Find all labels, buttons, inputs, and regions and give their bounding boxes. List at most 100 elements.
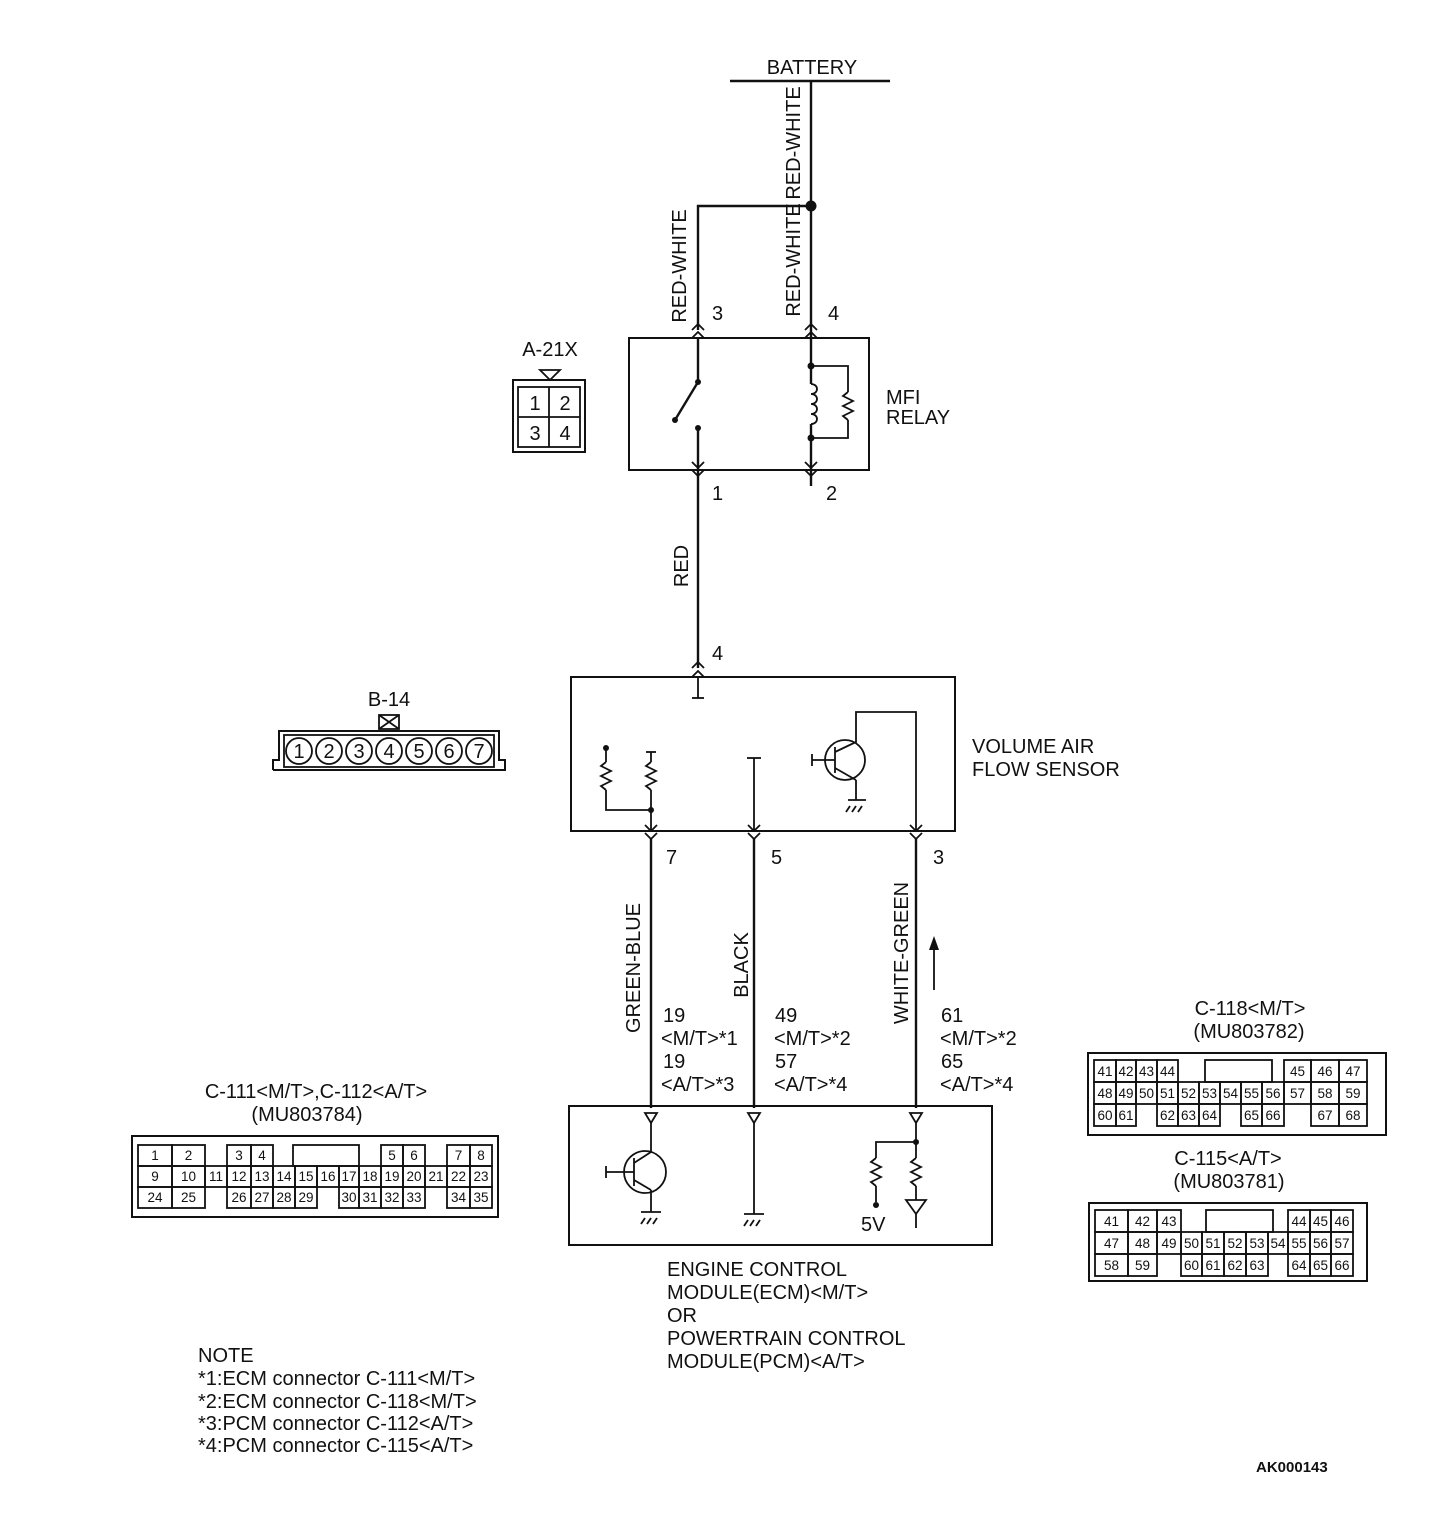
note-block: NOTE *1:ECM connector C-111<M/T> *2:ECM …: [198, 1345, 477, 1457]
connector-c115-part: (MU803781): [1173, 1171, 1284, 1193]
pin-number: 18: [362, 1169, 377, 1184]
pin-number: 62: [1227, 1258, 1242, 1273]
pin-cell: [469, 1186, 493, 1209]
relay-pin-3: 3: [712, 303, 723, 325]
pin-number: 45: [1290, 1064, 1305, 1079]
ecm-name-line5: MODULE(PCM)<A/T>: [667, 1351, 865, 1373]
pin-number: 21: [428, 1169, 443, 1184]
sensor-pin-4: 4: [712, 643, 723, 665]
sensor-name-line1: VOLUME AIR: [972, 736, 1094, 758]
pin-number: 64: [1202, 1108, 1218, 1123]
pin-number: 41: [1104, 1214, 1119, 1229]
mfi-relay: 3 4 1 2 MFI RELAY: [628, 303, 950, 505]
pin-number: 47: [1104, 1236, 1119, 1251]
pin-number: 50: [1139, 1086, 1154, 1101]
pin-number: 33: [406, 1190, 421, 1205]
pin-number: 48: [1135, 1236, 1150, 1251]
pin-number: 54: [1270, 1236, 1286, 1251]
wire-label-red: RED: [671, 545, 693, 587]
pin-number: 45: [1313, 1214, 1328, 1229]
connector-c118-label: C-118<M/T>: [1195, 998, 1306, 1020]
pin-number: 66: [1265, 1108, 1280, 1123]
relay-pin-4: 4: [828, 303, 839, 325]
pin-number: 24: [147, 1190, 163, 1205]
connector-c111-part: (MU803784): [251, 1104, 362, 1126]
pin-label: <A/T>*4: [774, 1074, 847, 1096]
pin-number: 61: [1118, 1108, 1133, 1123]
pin-number: 57: [1334, 1236, 1349, 1251]
pin-number: 25: [181, 1190, 196, 1205]
b14-pin-circle: [435, 737, 463, 765]
c118-latch: [1204, 1059, 1273, 1083]
pin-number: 64: [1291, 1258, 1307, 1273]
ecm-pin-labels-black: 49 <M/T>*2 57 <A/T>*4: [774, 1005, 851, 1096]
wire-relay3-red-white: RED-WHITE: [669, 204, 811, 330]
a21x-pin-3: 3: [529, 423, 540, 445]
connector-b14-label: B-14: [368, 689, 410, 711]
pin-number: 58: [1104, 1258, 1119, 1273]
b14-pin-circle: [375, 737, 403, 765]
pin-number: 7: [455, 1148, 463, 1163]
pin-number: 12: [231, 1169, 246, 1184]
pin-number: 19: [384, 1169, 399, 1184]
pin-label: <M/T>*1: [661, 1028, 738, 1050]
relay-name-line1: MFI: [886, 387, 920, 409]
pin-number: 16: [320, 1169, 335, 1184]
pin-label: <M/T>*2: [774, 1028, 851, 1050]
b14-pin-number: 7: [473, 741, 484, 763]
pin-number: 17: [341, 1169, 356, 1184]
ecm-voltage-label: 5V: [861, 1214, 886, 1236]
battery: BATTERY: [730, 57, 890, 83]
pin-cell: [1115, 1103, 1137, 1127]
pin-number: 47: [1345, 1064, 1360, 1079]
pin-number: 41: [1097, 1064, 1112, 1079]
note-line-1: *1:ECM connector C-111<M/T>: [198, 1368, 475, 1390]
sensor-pin-7: 7: [666, 847, 677, 869]
note-line-2: *2:ECM connector C-118<M/T>: [198, 1391, 477, 1413]
pin-number: 32: [384, 1190, 399, 1205]
pin-number: 35: [473, 1190, 488, 1205]
pin-number: 59: [1345, 1086, 1360, 1101]
pin-number: 22: [451, 1169, 466, 1184]
pin-label: 65: [941, 1051, 963, 1073]
pin-number: 59: [1135, 1258, 1150, 1273]
battery-label: BATTERY: [767, 57, 857, 79]
sensor-pin-5: 5: [771, 847, 782, 869]
pin-label: 57: [775, 1051, 797, 1073]
pin-number: 28: [276, 1190, 291, 1205]
sensor-pin-3: 3: [933, 847, 944, 869]
pin-number: 53: [1249, 1236, 1264, 1251]
pin-number: 15: [298, 1169, 313, 1184]
pin-number: 13: [254, 1169, 269, 1184]
pin-label: 19: [663, 1051, 685, 1073]
pin-number: 62: [1160, 1108, 1175, 1123]
note-line-3: *3:PCM connector C-112<A/T>: [198, 1413, 473, 1435]
b14-pin-number: 3: [353, 741, 364, 763]
pin-cell: [171, 1186, 206, 1209]
pin-number: 42: [1135, 1214, 1150, 1229]
pin-number: 27: [254, 1190, 269, 1205]
pin-cell: [294, 1186, 318, 1209]
pin-number: 58: [1317, 1086, 1332, 1101]
ecm-name-line3: OR: [667, 1305, 697, 1327]
pin-cell: [1261, 1103, 1285, 1127]
pin-number: 8: [477, 1148, 485, 1163]
connector-c118-part: (MU803782): [1193, 1021, 1304, 1043]
ecm-name-line2: MODULE(ECM)<M/T>: [667, 1282, 868, 1304]
pin-number: 56: [1313, 1236, 1328, 1251]
pin-number: 43: [1161, 1214, 1176, 1229]
pin-number: 44: [1160, 1064, 1176, 1079]
pin-number: 54: [1223, 1086, 1239, 1101]
pin-number: 14: [276, 1169, 292, 1184]
pin-number: 44: [1291, 1214, 1307, 1229]
pin-number: 51: [1205, 1236, 1220, 1251]
volume-air-flow-sensor: 4 7 5 3 VOLUME AIR FLOW S: [570, 643, 1120, 869]
pin-number: 68: [1345, 1108, 1360, 1123]
pin-number: 49: [1118, 1086, 1133, 1101]
note-line-4: *4:PCM connector C-115<A/T>: [198, 1435, 473, 1457]
pin-number: 61: [1205, 1258, 1220, 1273]
b14-pin-circle: [285, 737, 313, 765]
